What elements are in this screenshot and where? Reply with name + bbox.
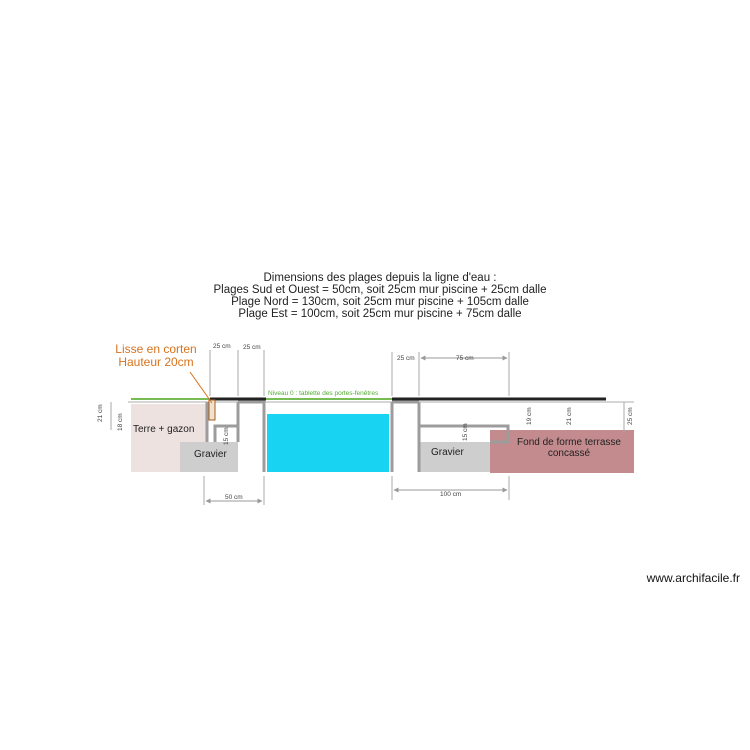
right-wall-outline (390, 400, 510, 472)
dim-bottom-right: 100 cm (440, 491, 461, 498)
callout-line-2: Hauteur 20cm (118, 355, 194, 369)
callout-line-1: Lisse en corten (115, 342, 197, 356)
base-label-line-2: concassé (548, 448, 591, 459)
gravel-right-label: Gravier (431, 447, 464, 458)
base-layer-zone (490, 430, 634, 473)
title-line-3: Plage Nord = 130cm, soit 25cm mur piscin… (231, 296, 529, 308)
left-wall-outline (205, 400, 266, 472)
dim-top-right-b: 75 cm (456, 355, 474, 362)
soil-label: Terre + gazon (133, 424, 194, 435)
base-label-line-1: Fond de forme terrasse (517, 437, 621, 448)
corten-callout: Lisse en corten Hauteur 20cm (104, 343, 208, 369)
pool-water (267, 414, 389, 472)
level-label: Niveau 0 : tablette des portes-fenêtres (268, 390, 379, 397)
dim-vert-21-left: 21 cm (97, 404, 104, 422)
title-line-2: Plages Sud et Ouest = 50cm, soit 25cm mu… (213, 284, 547, 296)
callout-leader (189, 371, 213, 404)
gravel-left-label: Gravier (194, 449, 227, 460)
dim-bottom-left: 50 cm (225, 494, 243, 501)
dim-vert-25-right: 25 cm (627, 407, 634, 425)
gravel-left-zone (180, 442, 238, 472)
dim-top-left-b: 25 cm (243, 344, 261, 351)
dim-vert-19-right: 19 cm (526, 407, 533, 425)
diagram-title: Dimensions des plages depuis la ligne d'… (150, 272, 610, 320)
dim-top-left-a: 25 cm (213, 343, 231, 350)
corten-edge (208, 399, 216, 421)
dim-vert-18-left: 18 cm (117, 413, 124, 431)
dim-vert-15-left: 15 cm (223, 427, 230, 445)
dim-vert-15-right: 15 cm (462, 423, 469, 441)
title-line-4: Plage Est = 100cm, soit 25cm mur piscine… (238, 308, 522, 320)
dim-top-right-a: 25 cm (397, 355, 415, 362)
dim-vert-21-right: 21 cm (566, 407, 573, 425)
title-line-1: Dimensions des plages depuis la ligne d'… (263, 272, 497, 284)
watermark: www.archifacile.fr (646, 571, 740, 585)
gravel-right-zone (420, 442, 490, 472)
